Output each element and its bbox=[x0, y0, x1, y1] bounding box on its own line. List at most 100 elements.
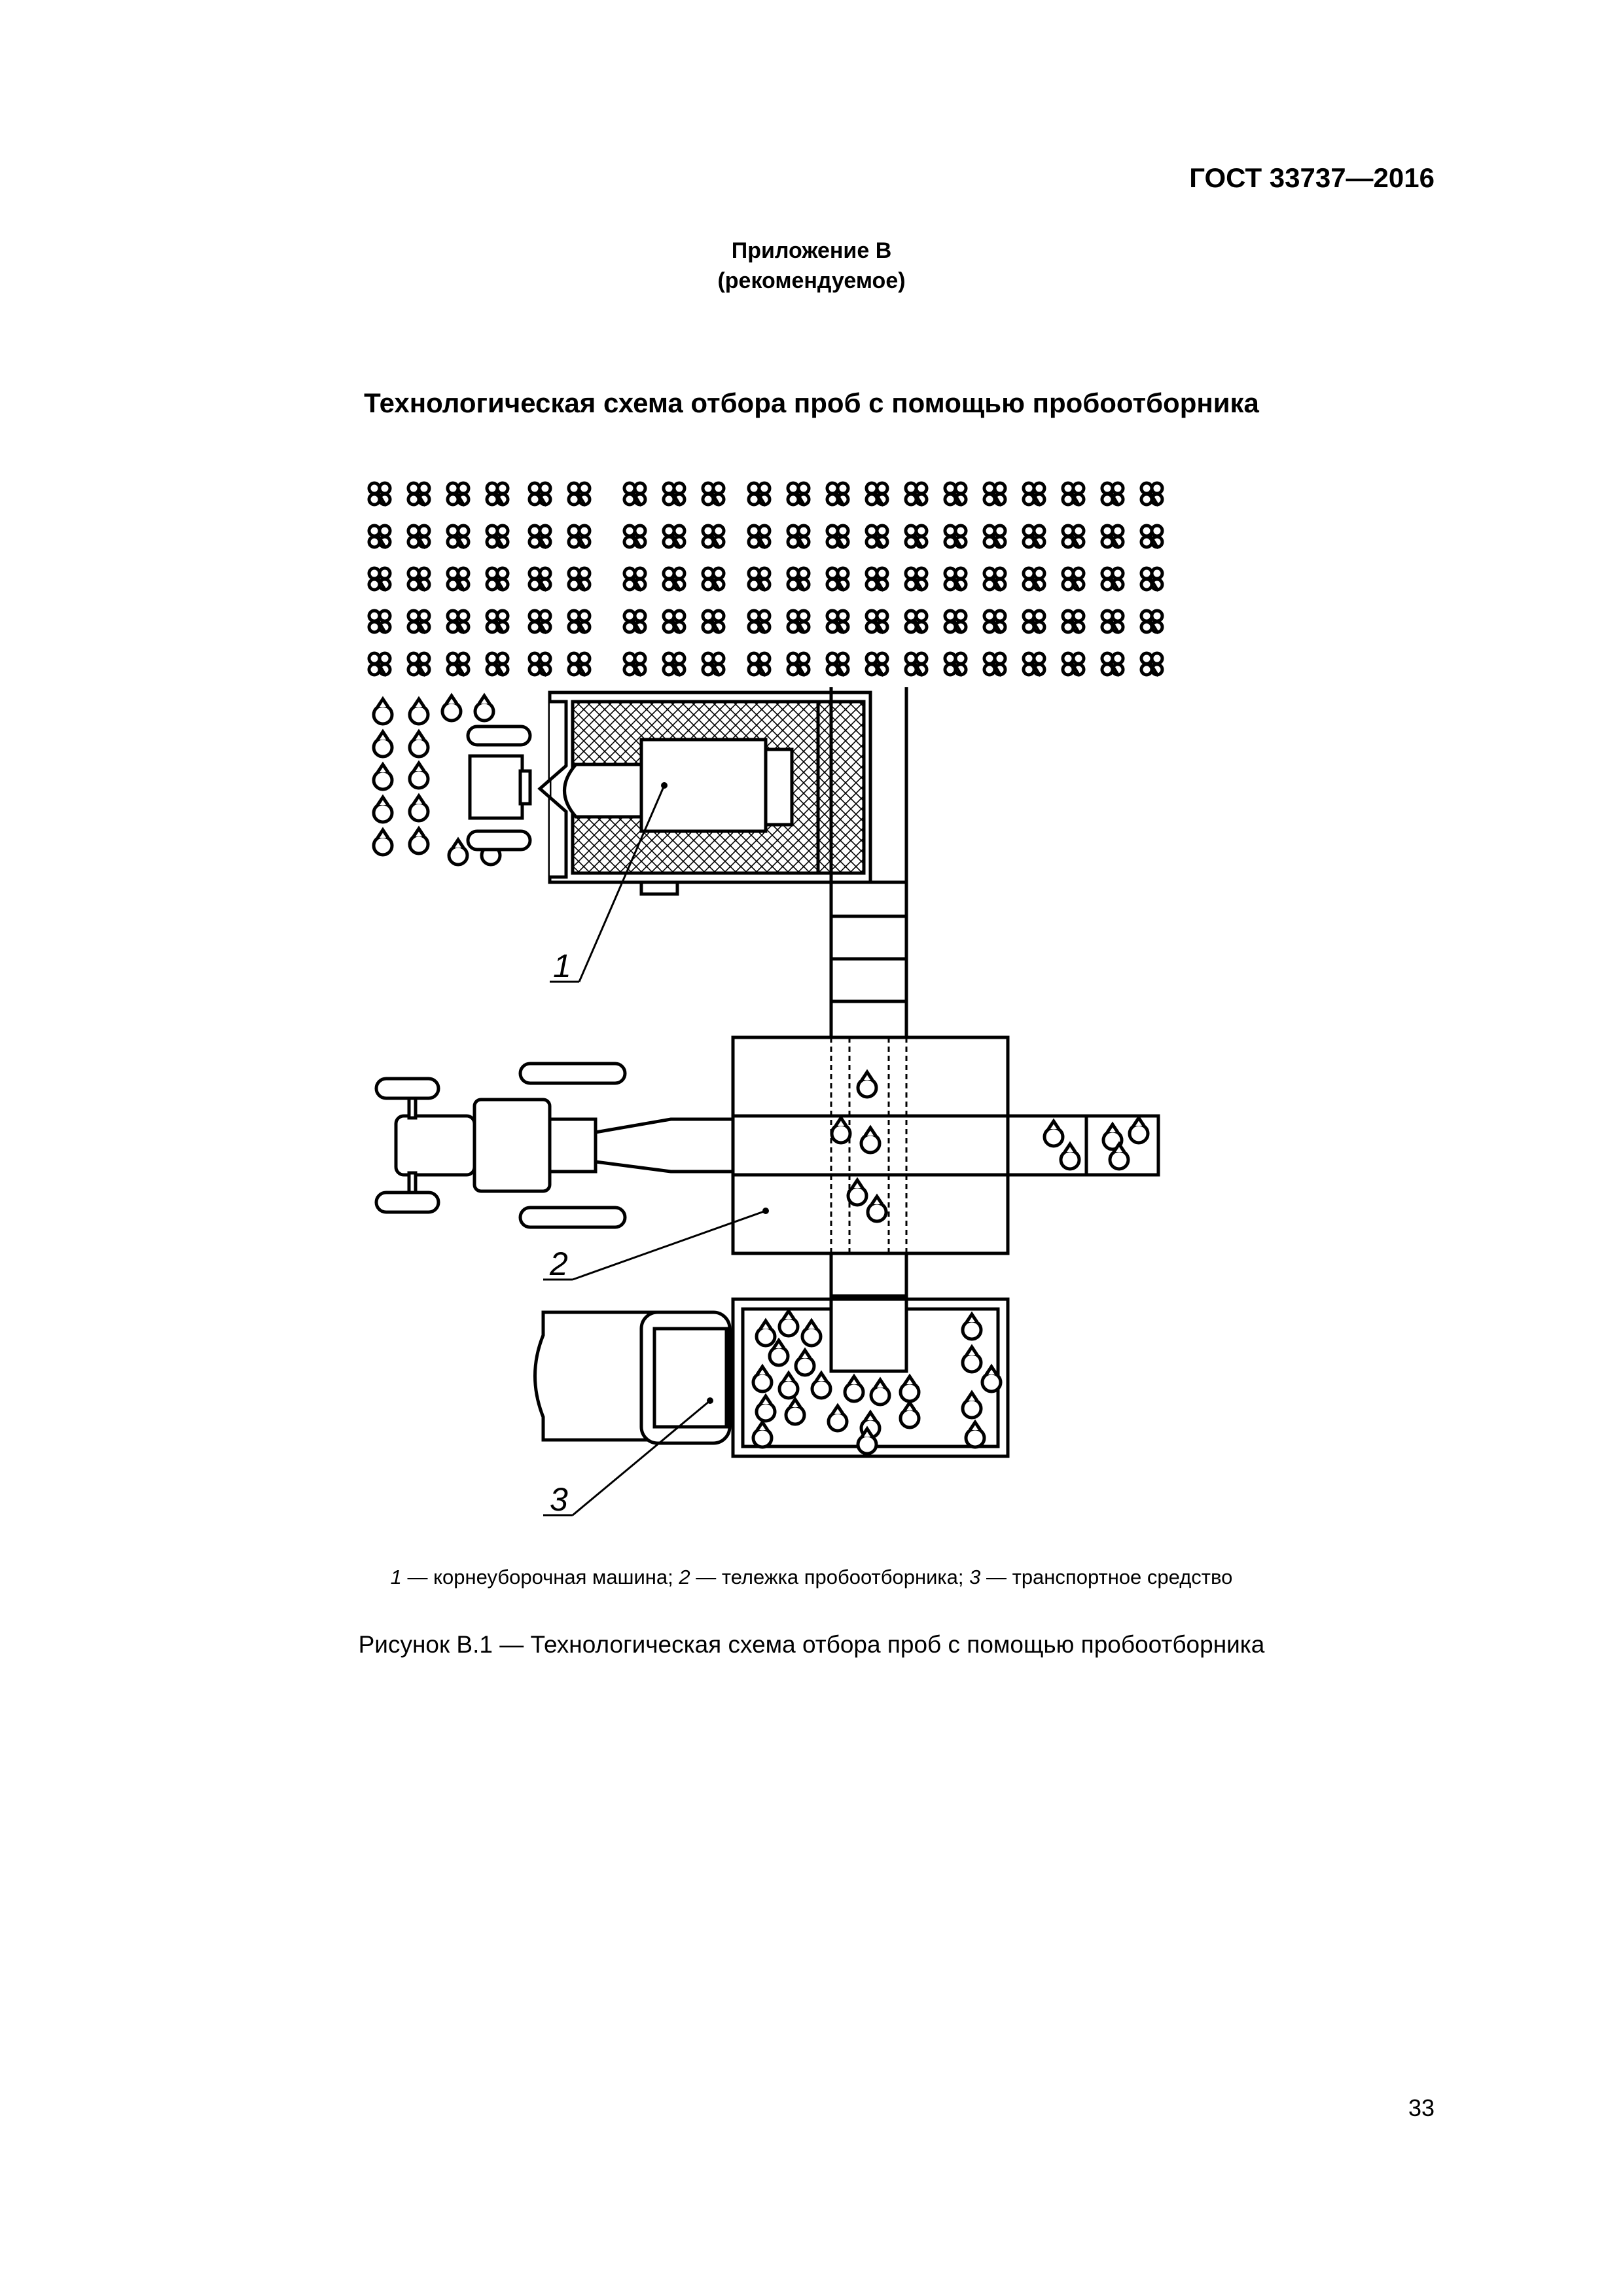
appendix-status: (рекомендуемое) bbox=[717, 268, 906, 293]
legend-text-3: — транспортное средство bbox=[980, 1566, 1233, 1588]
page-number: 33 bbox=[1408, 2094, 1435, 2121]
plant-icon bbox=[664, 526, 685, 548]
plant-icon bbox=[624, 611, 645, 634]
plant-icon bbox=[788, 483, 809, 506]
plant-icon bbox=[1102, 611, 1123, 634]
tractor bbox=[374, 1062, 733, 1229]
callout-3: 3 bbox=[550, 1481, 568, 1518]
plant-icon bbox=[369, 568, 390, 591]
plant-icon bbox=[529, 483, 550, 506]
plant-icon bbox=[984, 653, 1005, 676]
plant-icon bbox=[408, 611, 429, 634]
plant-icon bbox=[369, 526, 390, 548]
plant-icon bbox=[1141, 611, 1162, 634]
plant-icon bbox=[448, 653, 469, 676]
plant-icon bbox=[1063, 526, 1084, 548]
plant-icon bbox=[487, 611, 508, 634]
plant-icon bbox=[866, 653, 887, 676]
plant-icon bbox=[866, 526, 887, 548]
figure-caption: Рисунок В.1 — Технологическая схема отбо… bbox=[358, 1631, 1265, 1658]
plant-icon bbox=[529, 611, 550, 634]
plant-icon bbox=[1024, 611, 1044, 634]
plant-icon bbox=[1063, 483, 1084, 506]
plant-icon bbox=[906, 483, 927, 506]
plant-icon bbox=[984, 611, 1005, 634]
plant-icon bbox=[788, 568, 809, 591]
plant-icon bbox=[827, 483, 848, 506]
plant-icon bbox=[664, 483, 685, 506]
plant-icon bbox=[1141, 526, 1162, 548]
plant-icon bbox=[906, 526, 927, 548]
legend-number-2: 2 bbox=[679, 1566, 690, 1588]
plant-icon bbox=[1063, 568, 1084, 591]
plant-icon bbox=[749, 611, 770, 634]
plant-icon bbox=[827, 526, 848, 548]
plant-icon bbox=[487, 653, 508, 676]
plant-icon bbox=[984, 526, 1005, 548]
sampler-trolley bbox=[731, 1035, 1160, 1255]
plant-icon bbox=[487, 526, 508, 548]
plant-icon bbox=[703, 653, 724, 676]
plant-icon bbox=[866, 483, 887, 506]
plant-icon bbox=[664, 568, 685, 591]
plant-icon bbox=[664, 653, 685, 676]
plant-icon bbox=[1024, 568, 1044, 591]
plant-icon bbox=[624, 483, 645, 506]
plant-icon bbox=[569, 526, 590, 548]
plant-icon bbox=[1102, 526, 1123, 548]
plant-icon bbox=[703, 568, 724, 591]
plant-icon bbox=[1102, 483, 1123, 506]
plant-icon bbox=[749, 526, 770, 548]
plant-icon bbox=[569, 568, 590, 591]
plant-icon bbox=[788, 611, 809, 634]
plant-icon bbox=[827, 568, 848, 591]
plant-icon bbox=[408, 653, 429, 676]
plant-icon bbox=[369, 611, 390, 634]
elevator-conveyor bbox=[829, 687, 908, 1373]
plant-icon bbox=[945, 568, 966, 591]
callout-2: 2 bbox=[549, 1246, 568, 1282]
plant-icon bbox=[788, 526, 809, 548]
plant-icon bbox=[945, 483, 966, 506]
plant-icon bbox=[1063, 653, 1084, 676]
plant-icon bbox=[1141, 483, 1162, 506]
leader-lines bbox=[543, 785, 766, 1516]
plant-icon bbox=[408, 483, 429, 506]
plant-icon bbox=[1141, 568, 1162, 591]
sampling-scheme-diagram: 1 2 3 bbox=[353, 458, 1178, 1518]
plant-icon bbox=[866, 568, 887, 591]
legend-text-1: — корнеуборочная машина; bbox=[401, 1566, 679, 1588]
plant-icon bbox=[529, 568, 550, 591]
plant-icon bbox=[487, 568, 508, 591]
plant-icon bbox=[703, 611, 724, 634]
plant-icon bbox=[1063, 611, 1084, 634]
plant-icon bbox=[624, 526, 645, 548]
legend-number-3: 3 bbox=[969, 1566, 981, 1588]
plant-icon bbox=[664, 611, 685, 634]
plant-icon bbox=[827, 653, 848, 676]
legend-text-2: — тележка пробоотборника; bbox=[690, 1566, 970, 1588]
plant-icon bbox=[487, 483, 508, 506]
plant-icon bbox=[1024, 526, 1044, 548]
plant-icon bbox=[984, 568, 1005, 591]
plant-icon bbox=[749, 483, 770, 506]
plant-icon bbox=[1024, 483, 1044, 506]
figure-legend: 1 — корнеуборочная машина; 2 — тележка п… bbox=[0, 1566, 1623, 1589]
plant-icon bbox=[1102, 568, 1123, 591]
plant-icon bbox=[369, 483, 390, 506]
leader-dots bbox=[661, 782, 769, 1404]
plant-icon bbox=[448, 611, 469, 634]
plant-icon bbox=[624, 653, 645, 676]
transport-vehicle bbox=[533, 1297, 1010, 1458]
plant-icon bbox=[788, 653, 809, 676]
plant-icon bbox=[569, 611, 590, 634]
legend-number-1: 1 bbox=[390, 1566, 402, 1588]
plant-icon bbox=[749, 653, 770, 676]
root-harvester bbox=[466, 691, 872, 896]
document-code: ГОСТ 33737—2016 bbox=[1189, 162, 1435, 193]
plant-icon bbox=[1141, 653, 1162, 676]
plant-icon bbox=[408, 526, 429, 548]
plant-icon bbox=[827, 611, 848, 634]
plant-icon bbox=[448, 568, 469, 591]
plant-icon bbox=[749, 568, 770, 591]
